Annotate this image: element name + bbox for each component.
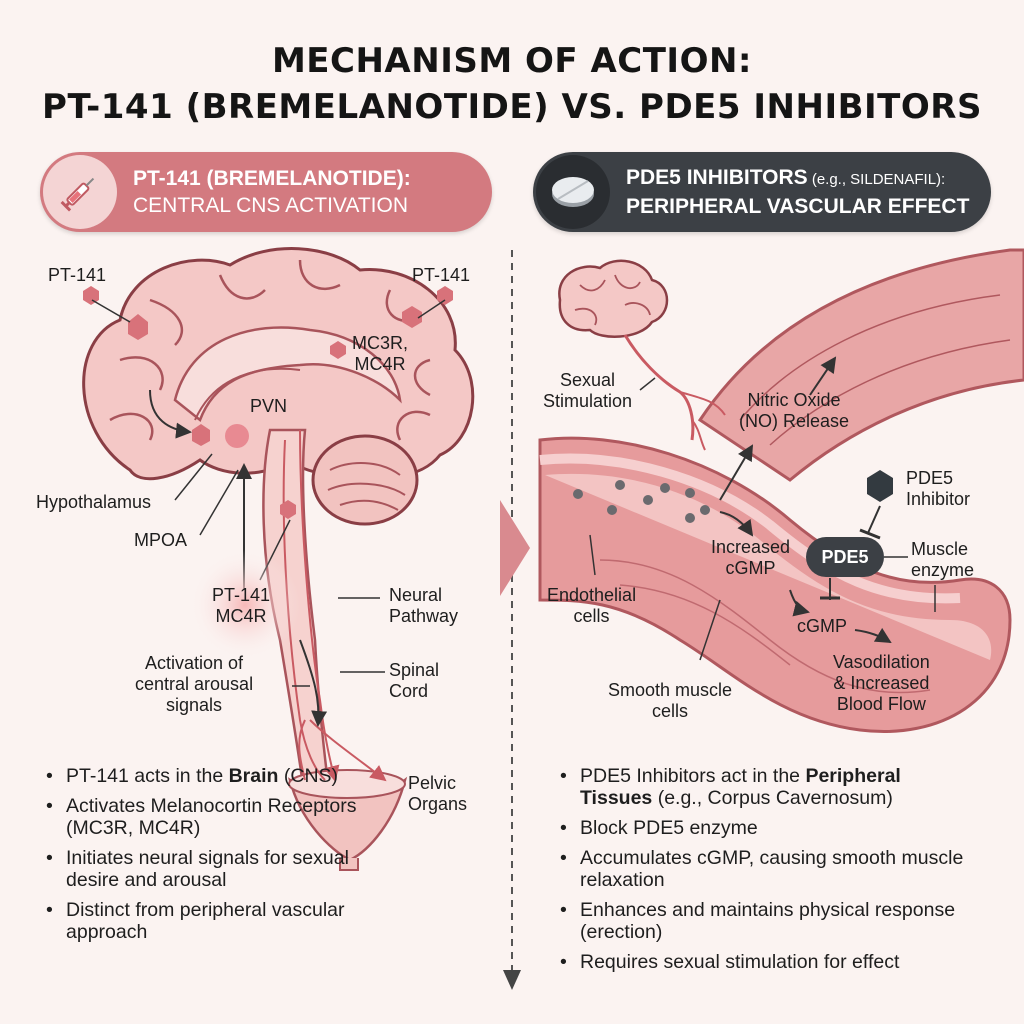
label-pvn: PVN: [250, 396, 288, 416]
receptor-site-2: [402, 306, 422, 328]
right-header-title-main: PDE5 INHIBITORS: [626, 166, 808, 189]
inhibitor-bar: [859, 528, 881, 540]
right-bullet-item: Requires sexual stimulation for effect: [558, 951, 978, 973]
pvn-site: [225, 424, 249, 448]
label-pde5-inhibitor: PDE5 Inhibitor: [906, 468, 971, 509]
label-pt141-right: PT-141: [412, 265, 471, 285]
arrow-activation: [299, 639, 328, 727]
title-line-2: PT-141 (BREMELANOTIDE) VS. PDE5 INHIBITO…: [42, 87, 982, 127]
label-pt141-mc4r: PT-141 MC4R: [212, 585, 271, 626]
arrow-cgmp-down: [789, 589, 810, 617]
right-header-title: PDE5 INHIBITORS (e.g., SILDENAFIL):: [626, 164, 969, 193]
syringe-icon: [43, 155, 117, 229]
leader-pt141-left: [91, 299, 131, 323]
left-bullet-item: Initiates neural signals for sexual desi…: [44, 847, 404, 891]
arrow-to-no: [719, 444, 754, 501]
left-header-title: PT-141 (BREMELANOTIDE):: [133, 167, 411, 190]
page-title: MECHANISM OF ACTION: PT-141 (BREMELANOTI…: [0, 38, 1024, 130]
right-bullet-item: Accumulates cGMP, causing smooth muscle …: [558, 847, 978, 891]
label-mpoa: MPOA: [134, 530, 188, 550]
label-neural-pathway: Neural Pathway: [389, 585, 459, 626]
divider-arrow-head: [503, 970, 521, 990]
label-increased-cgmp: Increased cGMP: [711, 537, 791, 578]
leader-hypothalamus: [174, 453, 213, 501]
arrow-vasodilation: [854, 627, 892, 644]
label-activation: Activation of central arousal signals: [135, 653, 254, 715]
vessel-illustration: [538, 248, 1024, 733]
receptor-site-4: [280, 500, 296, 519]
pde5-inhibitor-hexagon: [867, 470, 893, 502]
left-bullet-item: Activates Melanocortin Receptors (MC3R, …: [44, 795, 404, 839]
leader-stimulation: [639, 377, 656, 391]
receptor-site-3: [330, 341, 346, 359]
label-smooth-muscle: Smooth muscle cells: [608, 680, 733, 721]
leader-endothelial: [589, 534, 596, 576]
arrow-pt141-in: [149, 389, 192, 439]
leader-pt141-right: [417, 299, 446, 319]
inhibitor-line: [867, 505, 881, 534]
left-bullet-list: PT-141 acts in the Brain (CNS) Activates…: [44, 765, 404, 951]
pt141-mc4r-glow: [190, 550, 300, 660]
pill-icon: [536, 155, 610, 229]
cgmp-particles: [573, 480, 710, 523]
left-bullet-item: PT-141 acts in the Brain (CNS): [44, 765, 404, 787]
label-cgmp: cGMP: [797, 616, 848, 636]
right-bullet-item: Block PDE5 enzyme: [558, 817, 978, 839]
arrow-up-tissue: [809, 356, 837, 396]
right-bullet-item: Enhances and maintains physical response…: [558, 899, 978, 943]
label-mc3r-mc4r: MC3R, MC4R: [352, 333, 409, 374]
right-bullet-item: PDE5 Inhibitors act in the Peripheral Ti…: [558, 765, 978, 809]
right-panel-header: PDE5 INHIBITORS (e.g., SILDENAFIL): PERI…: [533, 152, 991, 232]
right-header-title-example: (e.g., SILDENAFIL):: [807, 171, 946, 188]
left-header-subtitle: CENTRAL CNS ACTIVATION: [133, 194, 408, 217]
pt141-molecule-right: [437, 286, 453, 305]
label-pelvic-organs: Pelvic Organs: [408, 773, 468, 814]
label-hypothalamus: Hypothalamus: [36, 492, 152, 512]
right-header-subtitle: PERIPHERAL VASCULAR EFFECT: [626, 195, 970, 218]
label-endothelial: Endothelial cells: [547, 585, 637, 626]
divider-chevron: [500, 500, 530, 596]
label-pt141-left: PT-141: [48, 265, 107, 285]
leader-mpoa: [199, 469, 239, 536]
label-vasodilation: Vasodilation & Increased Blood Flow: [833, 652, 930, 714]
pt141-molecule-left: [83, 286, 99, 305]
receptor-site-1: [128, 314, 148, 340]
leader-smooth-muscle: [699, 599, 721, 661]
pde5-enzyme-badge: PDE5: [806, 537, 884, 577]
stimulation-brain-icon: [558, 259, 726, 451]
left-panel-header: PT-141 (BREMELANOTIDE): CENTRAL CNS ACTI…: [40, 152, 492, 232]
arrow-to-cgmp: [719, 511, 754, 537]
title-line-1: MECHANISM OF ACTION:: [271, 41, 753, 81]
hypothalamus-receptor: [192, 424, 210, 446]
label-nitric-oxide: Nitric Oxide (NO) Release: [739, 390, 850, 431]
left-bullet-item: Distinct from peripheral vascular approa…: [44, 899, 404, 943]
label-spinal-cord: Spinal Cord: [389, 660, 440, 701]
label-sexual-stimulation: Sexual Stimulation: [543, 370, 633, 411]
right-bullet-list: PDE5 Inhibitors act in the Peripheral Ti…: [558, 765, 978, 981]
label-muscle-enzyme: Muscle enzyme: [911, 539, 975, 580]
